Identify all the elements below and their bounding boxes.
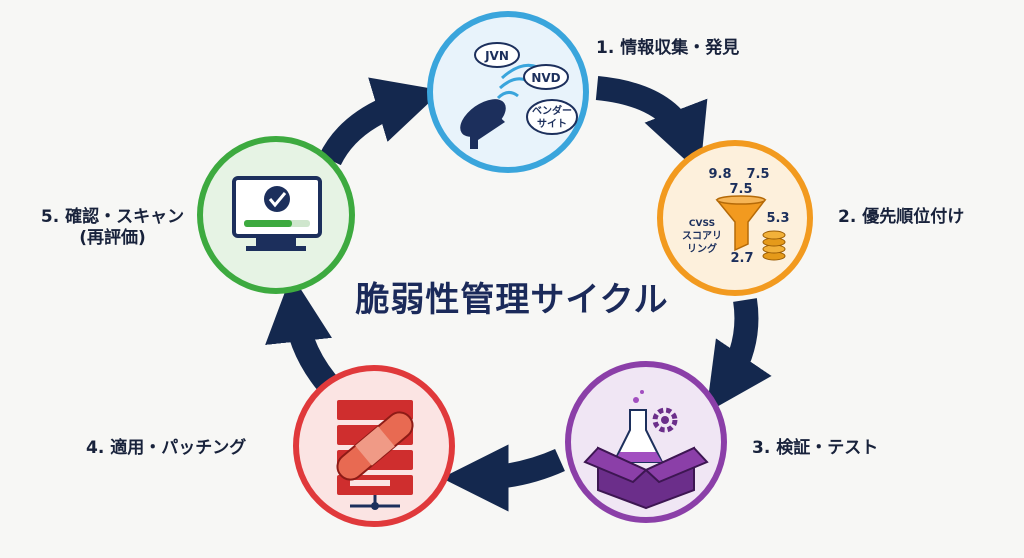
- coin-stack-icon: [762, 230, 786, 261]
- step-3-node: [565, 361, 727, 523]
- step-5-label-main: 5. 確認・スキャン: [40, 207, 185, 227]
- score-5-3: 5.3: [766, 211, 789, 226]
- step-1-node: JVN NVD ベンダー サイト: [427, 11, 589, 173]
- step-4-label: 4. 適用・パッチング: [86, 438, 247, 458]
- arrow-5-to-1: [319, 77, 443, 166]
- step-3-label: 3. 検証・テスト: [752, 438, 879, 458]
- score-2-7: 2.7: [730, 251, 753, 266]
- cloud-vendor-label-1: ベンダー: [532, 104, 572, 117]
- flask-box-icon: [583, 390, 709, 510]
- scoring-line-1: CVSS: [689, 219, 715, 229]
- cloud-jvn-label: JVN: [484, 49, 509, 63]
- cloud-nvd-label: NVD: [531, 71, 560, 85]
- step-2-label: 2. 優先順位付け: [838, 207, 965, 227]
- cloud-nvd-icon: NVD: [523, 64, 569, 90]
- arrow-1-to-2: [595, 76, 708, 174]
- diagram-title: 脆弱性管理サイクル: [355, 280, 669, 320]
- scoring-line-3: リング: [687, 242, 717, 255]
- gear-icon: [652, 407, 678, 433]
- step-5-node: [197, 136, 355, 294]
- cloud-vendor-icon: ベンダー サイト: [526, 99, 578, 135]
- step-2-node: 9.8 7.5 7.5 5.3 2.7 CVSS スコアリ リング: [657, 140, 813, 296]
- server-bandage-icon: [336, 400, 414, 510]
- arrow-3-to-4: [441, 444, 565, 512]
- step-5-label: 5. 確認・スキャン (再評価): [20, 207, 205, 250]
- scoring-line-2: スコアリ: [682, 230, 722, 242]
- step-5-label-sub: (再評価): [79, 228, 146, 249]
- monitor-check-icon: [232, 176, 322, 251]
- step-4-node: [293, 365, 455, 527]
- step-1-label: 1. 情報収集・発見: [596, 38, 740, 58]
- score-7-5-b: 7.5: [729, 182, 752, 197]
- score-7-5-a: 7.5: [746, 167, 769, 182]
- score-9-8: 9.8: [708, 167, 731, 182]
- funnel-icon: [715, 195, 767, 252]
- cloud-jvn-icon: JVN: [474, 42, 520, 68]
- arrow-2-to-3: [706, 298, 772, 413]
- cloud-vendor-label-2: サイト: [537, 118, 567, 130]
- satellite-dish-icon: [460, 63, 547, 149]
